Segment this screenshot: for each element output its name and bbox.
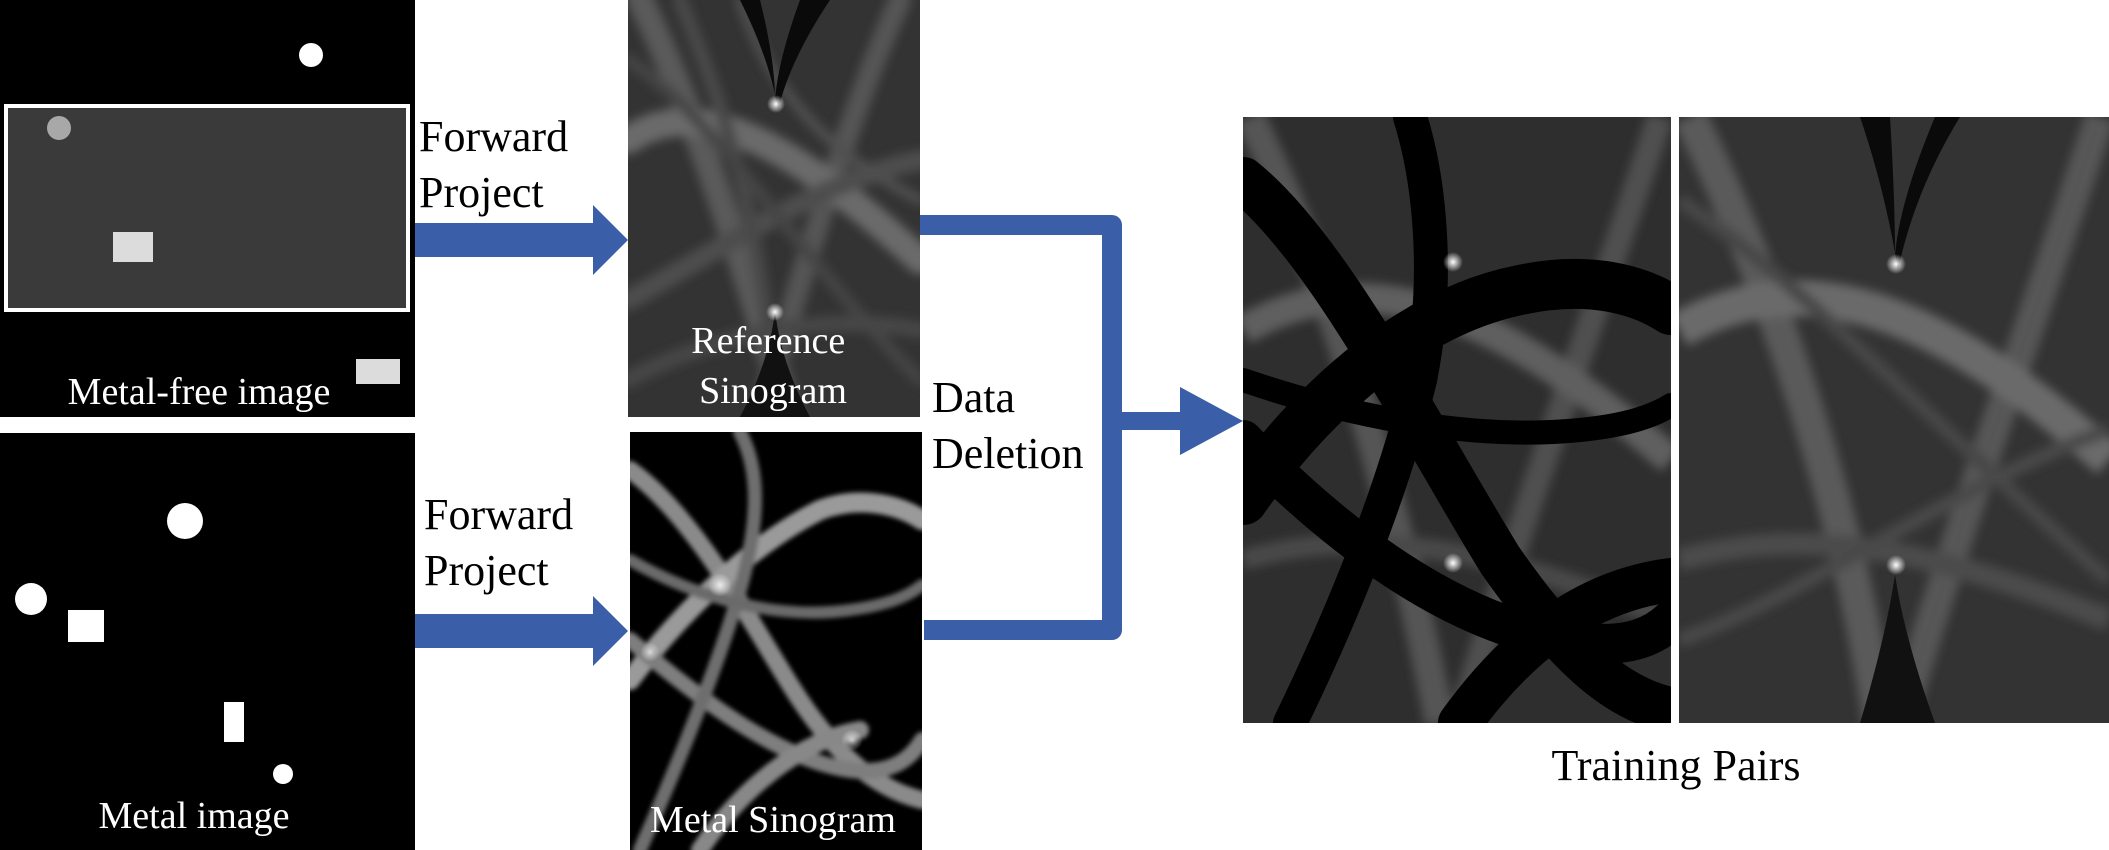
metal-trace-deletions bbox=[1243, 117, 1671, 723]
training-pairs-label: Training Pairs bbox=[1552, 741, 1801, 790]
data-deletion: Data Deletion bbox=[920, 215, 1243, 640]
metal-sinogram-label: Metal Sinogram bbox=[650, 799, 896, 841]
metal-circle-3 bbox=[273, 764, 293, 784]
metal-image-panel: Metal image bbox=[0, 433, 415, 850]
reference-sinogram-label-line2: Sinogram bbox=[699, 370, 847, 412]
data-deletion-line2: Deletion bbox=[932, 429, 1084, 478]
metal-rect-1 bbox=[68, 610, 104, 642]
metal-free-image-panel: Metal-free image bbox=[0, 0, 415, 417]
data-deletion-bracket bbox=[920, 215, 1122, 640]
phantom-body bbox=[4, 104, 410, 312]
metal-circle-2 bbox=[15, 583, 47, 615]
reference-dark-band-bottom bbox=[740, 310, 810, 417]
reference-pair-dark-bottom bbox=[1860, 575, 1935, 723]
metal-image-label: Metal image bbox=[99, 795, 290, 837]
metal-sinogram-traces bbox=[630, 432, 922, 850]
forward-project-bottom-line2: Project bbox=[424, 546, 549, 595]
metal-rect-2 bbox=[224, 702, 244, 742]
data-deletion-arrow bbox=[1112, 387, 1243, 455]
svg-text:Forward Project: Forward Project bbox=[419, 112, 579, 217]
phantom-rect-outside bbox=[356, 359, 400, 384]
forward-project-top-line1: Forward bbox=[419, 112, 568, 161]
reference-dark-band-top bbox=[740, 0, 830, 110]
svg-text:Data Deletion: Data Deletion bbox=[932, 373, 1084, 478]
phantom-rect-inside bbox=[113, 232, 153, 262]
phantom-circle-inside bbox=[47, 116, 71, 140]
reference-sinogram-panel: Reference Sinogram bbox=[628, 0, 920, 417]
metal-circle-1 bbox=[167, 503, 203, 539]
metal-sinogram-panel: Metal Sinogram bbox=[630, 432, 922, 850]
forward-project-top: Forward Project bbox=[415, 112, 628, 275]
svg-text:Reference Sinogram: Reference Sinogram bbox=[691, 320, 855, 412]
metal-image-background bbox=[0, 433, 415, 850]
data-deletion-line1: Data bbox=[932, 373, 1015, 422]
reference-sinogram-label-line1: Reference bbox=[691, 320, 845, 362]
metal-free-image-label: Metal-free image bbox=[68, 371, 331, 413]
reference-pair-dark-top bbox=[1860, 117, 1960, 270]
forward-project-top-line2: Project bbox=[419, 168, 544, 217]
forward-project-bottom-line1: Forward bbox=[424, 490, 573, 539]
forward-arrow-top bbox=[415, 205, 628, 275]
training-pair-corrupted bbox=[1243, 117, 1671, 723]
forward-arrow-bottom bbox=[415, 596, 628, 666]
phantom-circle-outside bbox=[299, 43, 323, 67]
training-pair-reference bbox=[1679, 117, 2109, 723]
reference-sinogram-traces bbox=[628, 0, 920, 417]
forward-project-bottom: Forward Project bbox=[415, 490, 628, 666]
svg-text:Forward Project: Forward Project bbox=[424, 490, 584, 595]
